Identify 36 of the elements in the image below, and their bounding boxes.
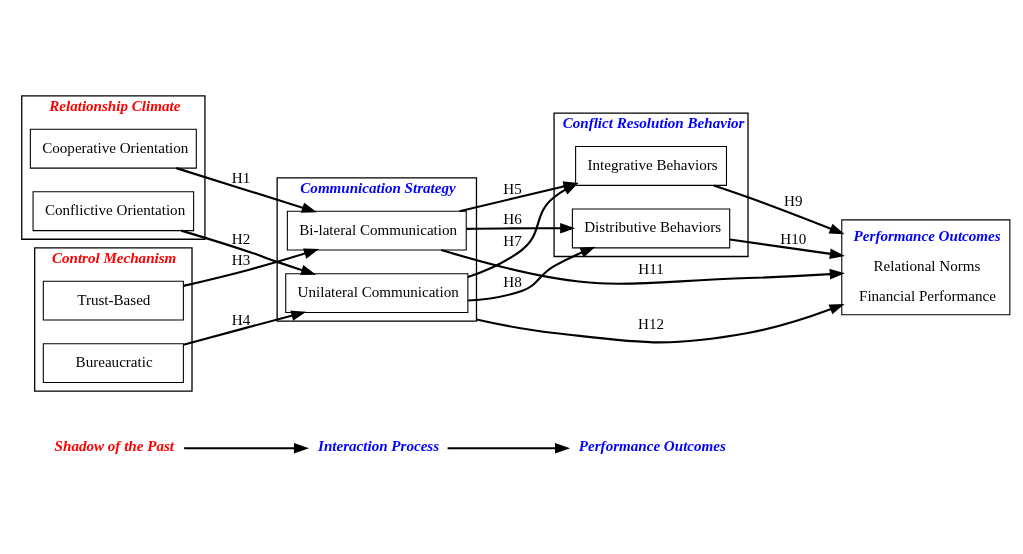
node-text: Performance Outcomes	[578, 437, 726, 454]
edge-label: H12	[638, 315, 665, 332]
node-text: Interaction Process	[318, 437, 440, 454]
edge-label: H7	[503, 232, 522, 249]
edge-label: H9	[784, 192, 803, 209]
edge-label: H10	[780, 230, 807, 247]
edge-label: H1	[231, 169, 251, 186]
edge-label: H3	[231, 251, 251, 268]
arrow	[729, 237, 845, 259]
arrow	[476, 303, 845, 343]
edge-label: H8	[503, 273, 522, 290]
arrow	[440, 248, 845, 285]
arrow	[466, 222, 576, 233]
edge-label: H5	[503, 180, 522, 197]
node-box: Bureaucratic	[42, 342, 184, 383]
node-text: Shadow of the Past	[54, 437, 174, 454]
node-box: Performance Outcomes Relational Norms Financial Performance	[841, 218, 1011, 315]
arrow	[183, 310, 307, 346]
node-box: Integrative Behaviors	[575, 145, 727, 186]
node-box: Unilateral Communication	[285, 272, 469, 313]
arrow	[180, 229, 317, 275]
arrow	[447, 442, 571, 454]
edge-label: H2	[231, 230, 251, 247]
arrow	[183, 248, 320, 287]
arrow	[468, 246, 596, 302]
node-box: Bi-lateral Communication	[286, 210, 467, 251]
arrow	[184, 442, 310, 454]
node-box: Trust-Based	[42, 280, 184, 321]
edge-label: H6	[503, 210, 522, 227]
edge-label: H4	[231, 311, 251, 328]
arrow	[176, 166, 317, 213]
node-box: Distributive Behaviors	[571, 208, 731, 248]
node-box: Conflictive Orientation	[32, 190, 195, 231]
arrow	[713, 183, 845, 234]
node-box: Cooperative Orientation	[29, 128, 197, 169]
edge-label: H11	[638, 260, 664, 277]
